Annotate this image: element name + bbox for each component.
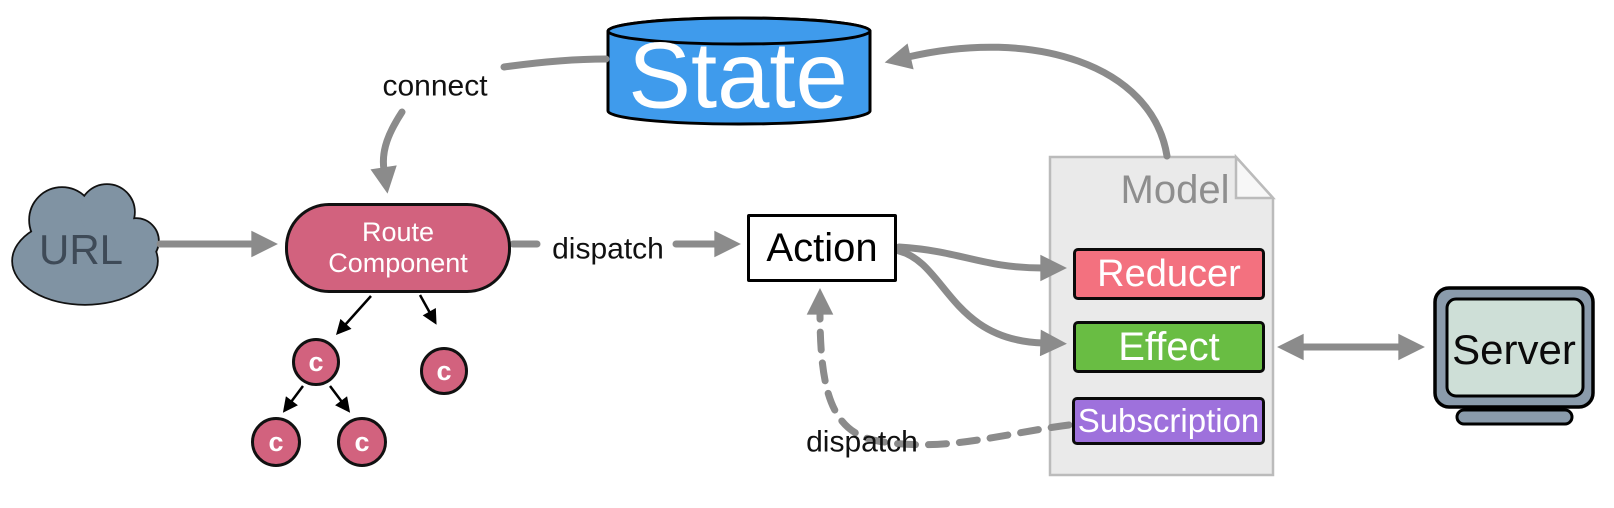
monitor-stand <box>1455 408 1574 426</box>
action-label: Action <box>766 225 878 270</box>
state-cylinder <box>606 16 872 126</box>
tree-arrow-child1-to-grandchild2 <box>329 385 351 413</box>
route-component-label-line2: Component <box>328 248 468 278</box>
tree-arrow-route-to-child2 <box>418 294 437 325</box>
url-cloud <box>11 183 160 306</box>
tree-node-label: c <box>308 346 324 377</box>
state-label: State <box>628 22 848 128</box>
tree-arrow-route-to-child1 <box>335 295 372 336</box>
tree-node-label: c <box>436 355 452 386</box>
reducer-node: Reducer <box>1073 248 1265 300</box>
arrow-action-to-effect <box>895 247 1067 357</box>
document-fold-corner <box>1234 153 1276 200</box>
effect-label: Effect <box>1118 324 1220 369</box>
arrow-connect-to-route <box>370 108 406 194</box>
tree-node-child1: c <box>292 338 340 386</box>
tree-node-grandchild2: c <box>337 417 387 467</box>
subscription-label: Subscription <box>1077 402 1260 439</box>
model-document <box>1048 153 1276 477</box>
server-monitor-icon <box>1433 286 1595 426</box>
server-label: Server <box>1452 325 1576 373</box>
arrow-model-to-state <box>884 43 1171 160</box>
url-label: URL <box>38 225 124 273</box>
dispatch-edge-label-route-action: dispatch <box>552 232 664 266</box>
arrow-action-to-reducer <box>895 243 1067 282</box>
tree-arrow-child1-to-grandchild1 <box>282 385 304 413</box>
tree-node-label: c <box>268 426 284 457</box>
model-label: Model <box>1120 168 1230 212</box>
connect-edge-label: connect <box>382 69 488 103</box>
subscription-node: Subscription <box>1072 397 1265 445</box>
tree-node-grandchild1: c <box>251 417 301 467</box>
tree-node-label: c <box>354 426 370 457</box>
action-node: Action <box>747 214 897 282</box>
tree-node-child2: c <box>420 347 468 395</box>
route-component-node: Route Component <box>285 203 511 293</box>
reducer-label: Reducer <box>1097 252 1241 295</box>
dispatch-edge-label-subscription-action: dispatch <box>806 425 918 459</box>
dashed-arrow-subscription-to-action <box>806 288 1073 449</box>
route-component-label-line1: Route <box>361 217 435 247</box>
line-state-to-connect-label <box>500 55 610 71</box>
effect-node: Effect <box>1073 321 1265 373</box>
